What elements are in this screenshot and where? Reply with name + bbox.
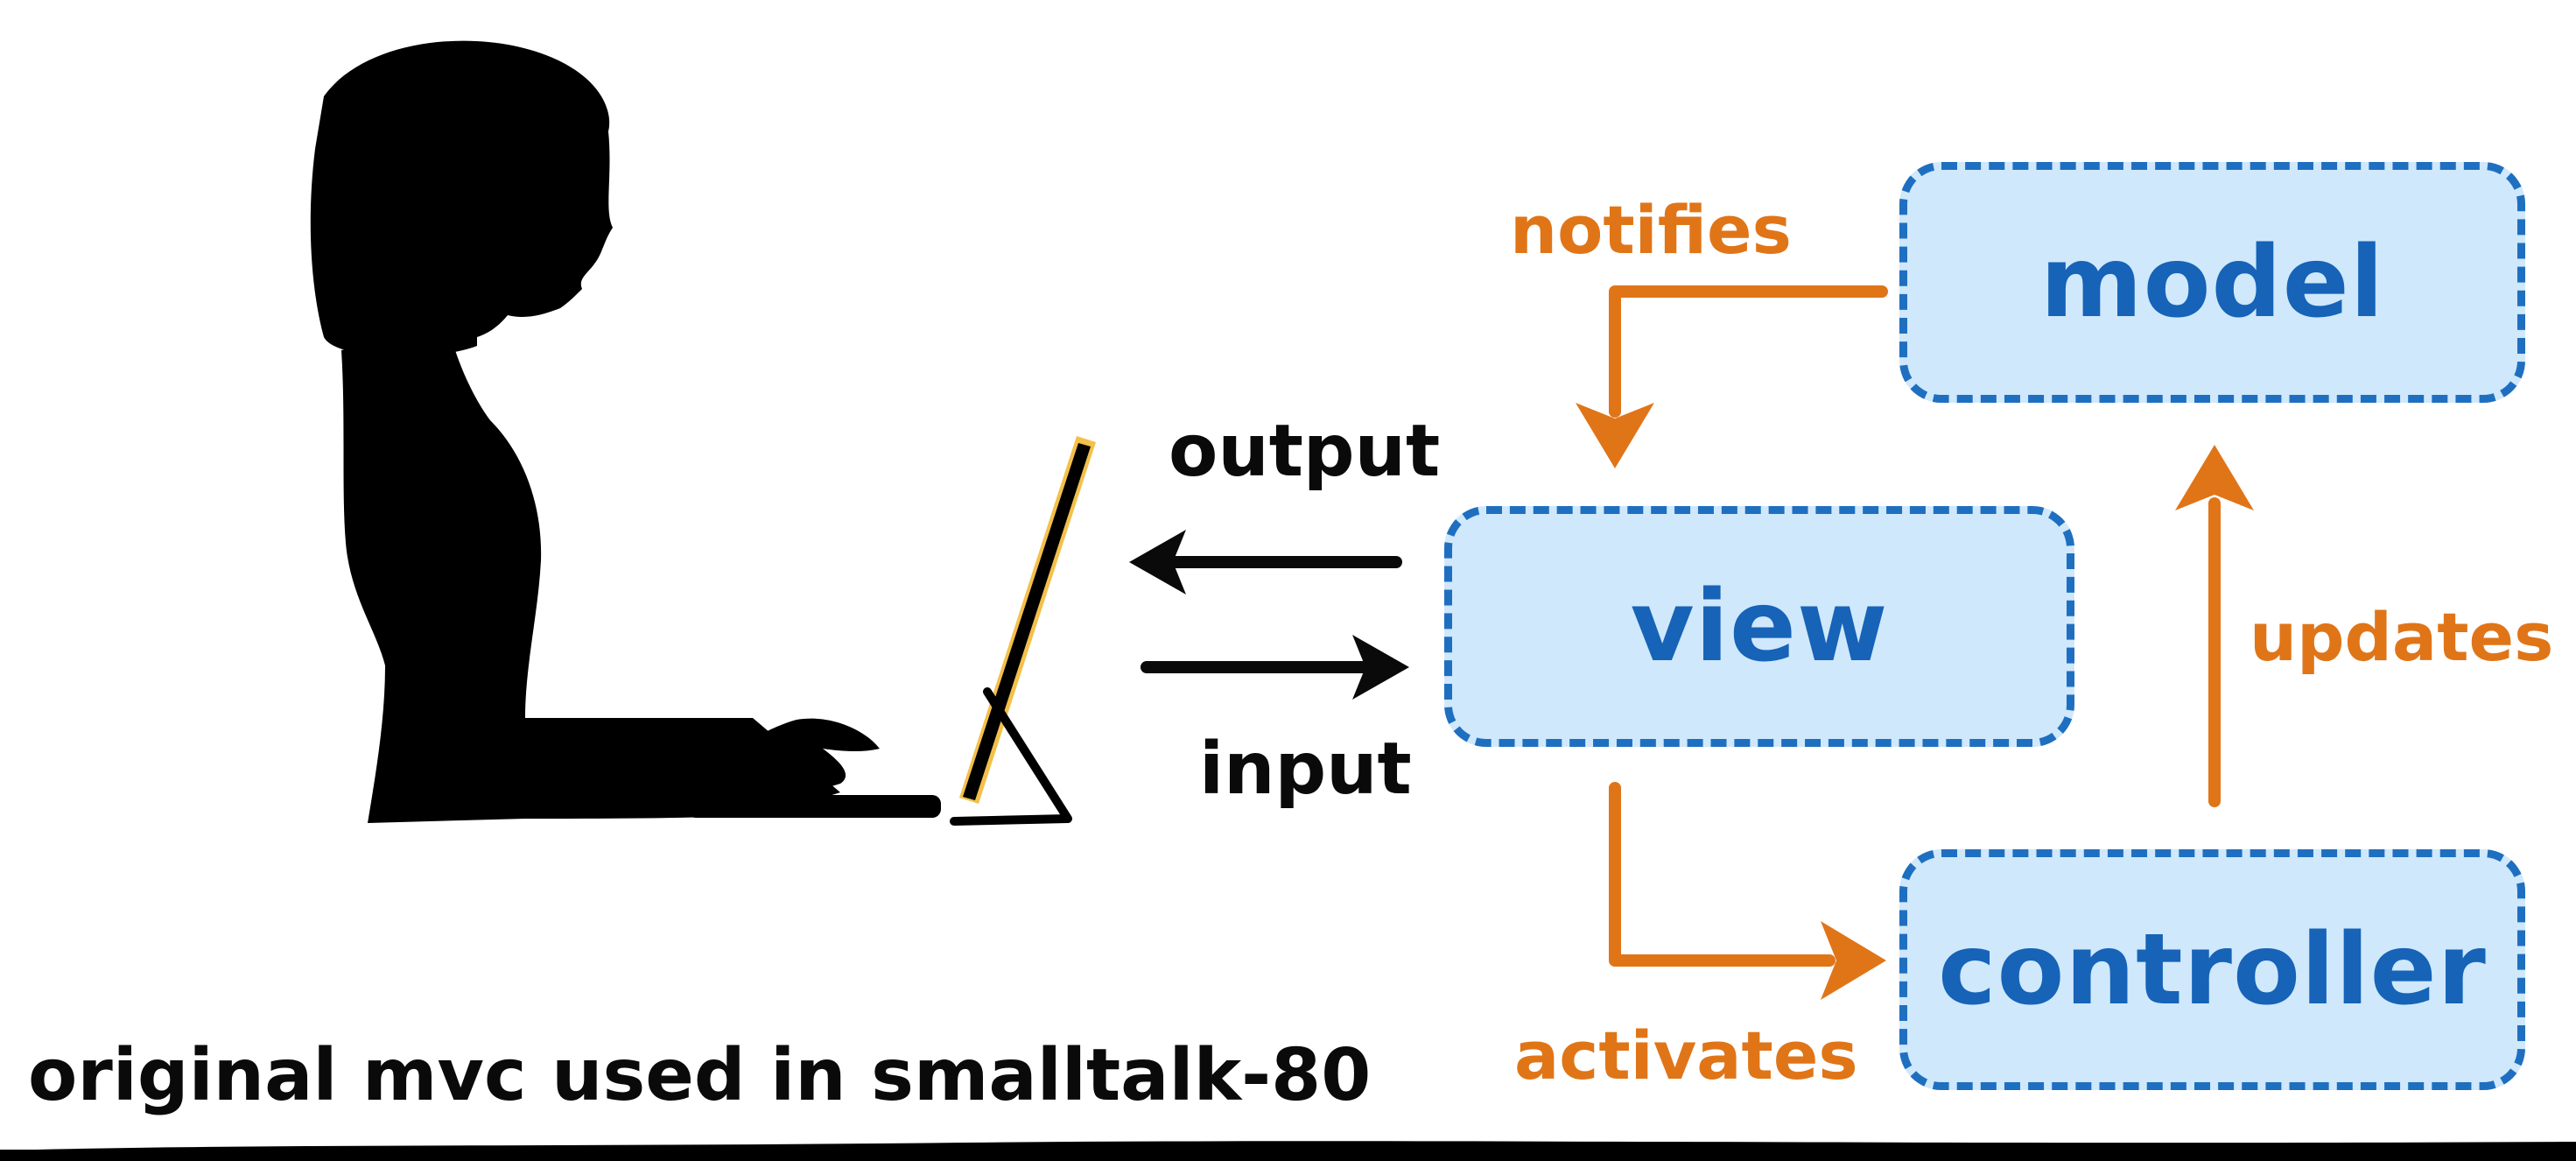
activates-label: activates — [1514, 1017, 1858, 1094]
activates-arrowhead-icon — [1821, 921, 1886, 1000]
keyboard-icon — [687, 795, 941, 818]
person-silhouette-icon — [310, 40, 941, 823]
mvc-arrowheads — [1576, 403, 2254, 1000]
input-label: input — [1199, 728, 1412, 811]
model-box: model — [1899, 162, 2525, 403]
notifies-label: notifies — [1510, 191, 1792, 269]
diagram-caption: original mvc used in smalltalk-80 — [28, 1034, 1372, 1117]
controller-box: controller — [1899, 849, 2525, 1090]
updates-label: updates — [2250, 598, 2554, 676]
input-arrowhead-icon — [1352, 635, 1409, 700]
output-label: output — [1169, 410, 1441, 493]
controller-label: controller — [1938, 912, 2487, 1027]
io-arrows — [1129, 530, 1409, 700]
footer-rule — [0, 1141, 2576, 1161]
notifies-arrowhead-icon — [1576, 403, 1654, 468]
computer-monitor-icon — [950, 436, 1096, 826]
updates-arrowhead-icon — [2175, 445, 2254, 510]
model-label: model — [2039, 225, 2385, 340]
mvc-arrows — [1609, 285, 2221, 967]
view-box: view — [1444, 506, 2074, 747]
output-arrowhead-icon — [1129, 530, 1186, 595]
view-label: view — [1630, 569, 1889, 684]
